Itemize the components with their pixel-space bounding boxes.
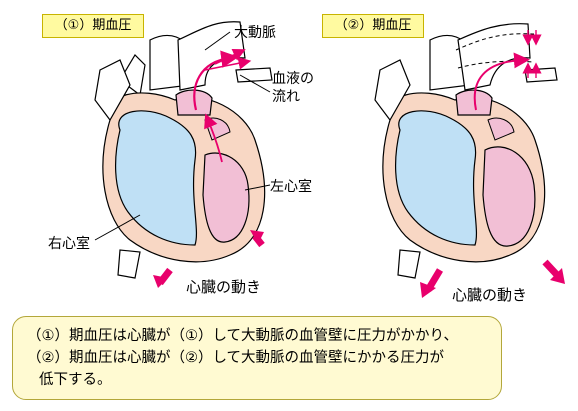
caption-line-2: （②）期血圧は心臓が（②）して大動脈の血管壁にかかる圧力が bbox=[27, 350, 445, 366]
label-left-ventricle: 左心室 bbox=[270, 179, 312, 195]
label-blood-flow: 血液の 流れ bbox=[272, 71, 314, 105]
label-aorta: 大動脈 bbox=[234, 25, 276, 41]
label-right-ventricle: 右心室 bbox=[48, 236, 90, 252]
label-heart-motion-2: 心臓の動き bbox=[452, 286, 528, 304]
caption-line-3: 低下する。 bbox=[39, 372, 112, 388]
caption-box: （①）期血圧は心臓が（①）して大動脈の血管壁に圧力がかかり、 （②）期血圧は心臓… bbox=[12, 316, 502, 400]
heart-diagram-diastole bbox=[374, 23, 565, 298]
heart-diagram-systole bbox=[94, 21, 273, 288]
label-heart-motion-1: 心臓の動き bbox=[186, 278, 262, 296]
panel1-tag: （①）期血圧 bbox=[42, 14, 144, 38]
caption-line-1: （①）期血圧は心臓が（①）して大動脈の血管壁に圧力がかかり、 bbox=[27, 328, 458, 344]
panel2-tag: （②）期血圧 bbox=[322, 14, 424, 38]
right-ventricle bbox=[115, 110, 198, 246]
left-ventricle bbox=[202, 152, 250, 243]
